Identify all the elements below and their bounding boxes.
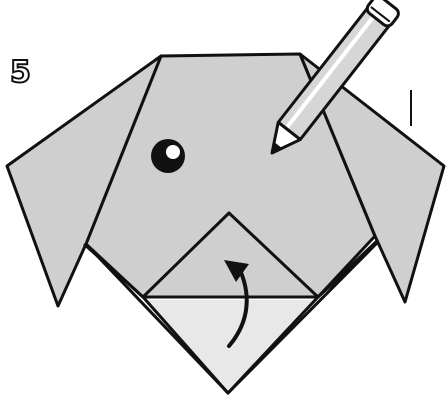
step-number: 5	[10, 58, 31, 88]
eye-icon	[151, 139, 185, 173]
